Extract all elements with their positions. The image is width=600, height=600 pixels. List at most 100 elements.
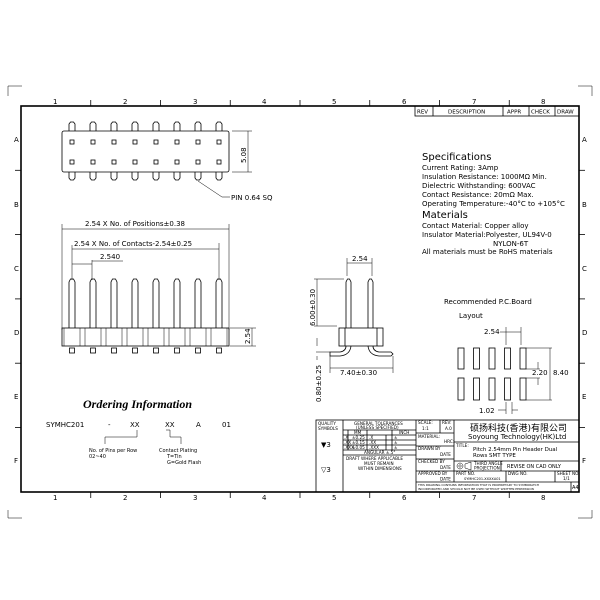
column-label: 2 <box>123 494 127 502</box>
column-labels: 1 2 3 4 5 6 7 8 1 2 3 4 5 6 7 8 <box>53 98 545 502</box>
tol-cell: .XX <box>344 440 351 445</box>
column-label: 3 <box>193 98 197 106</box>
pin <box>152 278 160 328</box>
column-label: 5 <box>332 494 336 502</box>
pin-top <box>110 121 118 131</box>
pcb-dim-pad-width: 1.02 <box>479 407 495 415</box>
angular-tolerance: ANGULAR ±.5° <box>364 450 395 455</box>
column-label: 2 <box>123 98 127 106</box>
spec-line: Operating Temperature:-40°C to +105°C <box>422 200 565 208</box>
title-block: QUALITY SYMBOLS ▼3 ▽3 GENERAL TOLERANCES… <box>315 419 580 493</box>
dwg-no-label: DWG NO. <box>508 471 528 476</box>
drawing-title: Pitch 2.54mm Pin Header Dual <box>473 447 558 453</box>
proprietary-notice: INCORPORATED AND SHOULD NOT BE USED WITH… <box>418 487 534 491</box>
quality-symbols-label: SYMBOLS <box>318 426 338 431</box>
pin-top <box>215 121 223 131</box>
pin-bottom <box>110 172 118 181</box>
smt-lead <box>174 347 180 354</box>
specifications: Specifications Current Rating: 3Amp Insu… <box>422 152 565 256</box>
pin-top <box>152 121 160 131</box>
column-label: 3 <box>193 494 197 502</box>
pin <box>194 278 202 328</box>
row-label: D <box>14 329 19 337</box>
column-label: 4 <box>262 494 267 502</box>
pcb-pad <box>473 377 480 401</box>
approved-by-label: APPROVED BY <box>418 471 448 476</box>
pin-square <box>174 139 180 145</box>
row-label: F <box>14 457 18 465</box>
sheet-no-label: SHEET NO. <box>557 471 580 476</box>
pcb-layout-title: Recommended P.C.Board <box>444 298 532 306</box>
row-label: E <box>582 393 586 401</box>
quality-symbol-outline: ▽3 <box>321 466 331 474</box>
part-no: SYMHC201-XXXXA01 <box>464 477 501 481</box>
tol-cell: ± <box>394 445 398 450</box>
draft-note: DRAFT WHERE APPLICABLE <box>346 456 403 461</box>
pin-top <box>131 121 139 131</box>
pin <box>110 278 118 328</box>
dim-positions: 2.54 X No. of Positions±0.38 <box>85 220 185 228</box>
quality-symbol-filled: ▼3 <box>321 441 331 449</box>
material-line: NYLON-6T <box>493 240 529 248</box>
tol-cell: .X <box>369 435 373 440</box>
date-label: DATE <box>440 452 451 457</box>
tol-cell: .XXX <box>344 445 354 450</box>
company-name-cn: 硕扬科技(香港)有限公司 <box>470 422 567 434</box>
tol-cell: .X <box>344 435 348 440</box>
row-label: C <box>14 265 19 273</box>
pin-square <box>132 139 138 145</box>
date-label: DATE <box>440 477 451 482</box>
spec-line: Contact Resistance: 20mΩ Max. <box>422 191 534 199</box>
ordering-heading: Ordering Information <box>83 397 192 411</box>
dim-contacts: 2.54 X No. of Contacts-2.54±0.25 <box>74 240 192 248</box>
tol-cell: ±0.05 <box>352 445 365 450</box>
smt-lead <box>132 347 138 354</box>
note-gold-flash: G=Gold Flash <box>167 460 201 466</box>
hrc-label: HRC: <box>444 439 454 444</box>
tol-cell: .XX <box>369 440 376 445</box>
row-label: A <box>14 136 19 144</box>
pcb-layout-subtitle: Layout <box>459 312 483 320</box>
pcb-layout: Recommended P.C.Board Layout 2.54 2.20 8… <box>444 298 569 415</box>
pin <box>68 278 76 328</box>
pin-square <box>90 159 96 165</box>
smt-lead <box>216 347 222 354</box>
pin-bottom <box>173 172 181 181</box>
general-tolerances-label: (UNLESS SPECIFIED) <box>356 425 399 430</box>
dim-side-pitch: 2.54 <box>352 255 368 263</box>
column-label: 8 <box>541 98 545 106</box>
pin-square <box>195 159 201 165</box>
pcb-pad <box>457 377 465 401</box>
pcb-dim-pitch: 2.54 <box>484 328 500 336</box>
tolerance-inch-header: INCH <box>399 430 409 435</box>
general-tolerances-label: GENERAL TOLERANCES <box>354 421 403 426</box>
description-header: DESCRIPTION <box>448 110 485 116</box>
scale-label: SCALE: <box>418 420 433 425</box>
part-field-pins: XX <box>130 421 140 429</box>
revision-table: REV DESCRIPTION APPR CHECK DRAW <box>414 105 580 255</box>
checked-by-label: CHECKED BY <box>418 459 445 464</box>
pin-square <box>174 159 180 165</box>
row-label: C <box>582 265 587 273</box>
row-label: D <box>582 329 587 337</box>
pin-square <box>69 159 75 165</box>
third-angle-projection-icon <box>456 461 472 471</box>
pin-square <box>111 159 117 165</box>
ordering-information: Ordering Information SYMHC201 - XX XX A … <box>46 397 231 466</box>
part-prefix: SYMHC201 <box>46 421 84 429</box>
pin-top <box>194 121 202 131</box>
note-pins-per-row: No. of Pins per Row <box>89 448 137 454</box>
tol-cell: ± <box>394 440 398 445</box>
column-label: 5 <box>332 98 336 106</box>
pin-square <box>111 139 117 145</box>
pin-square <box>195 139 201 145</box>
pin-top <box>173 121 181 131</box>
spec-line: Insulation Resistance: 1000MΩ Min. <box>422 173 547 181</box>
dim-standoff: 0.80±0.25 <box>315 365 323 402</box>
smt-lead <box>195 347 201 354</box>
pcb-pad <box>519 377 527 401</box>
pin-square <box>69 139 75 145</box>
dim-span: 7.40±0.30 <box>340 369 377 377</box>
